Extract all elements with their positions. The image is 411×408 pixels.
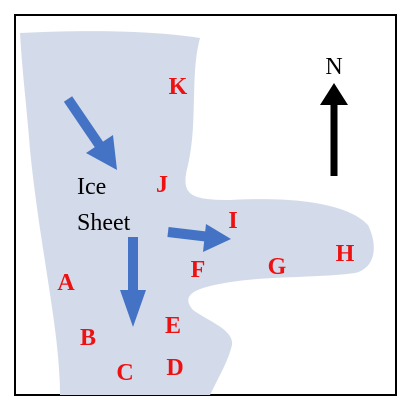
flow-arrow-northwest	[63, 96, 117, 170]
site-label-j: J	[156, 172, 168, 198]
site-label-e: E	[165, 313, 181, 339]
site-label-k: K	[169, 74, 188, 100]
flow-arrow-east	[167, 224, 231, 252]
north-label: N	[325, 54, 342, 80]
ice-sheet-label-line2: Sheet	[77, 210, 131, 236]
site-label-b: B	[80, 325, 96, 351]
site-label-a: A	[57, 270, 75, 296]
site-label-g: G	[268, 254, 287, 280]
ice-sheet-label-line1: Ice	[77, 174, 106, 200]
site-label-d: D	[166, 355, 183, 381]
north-arrow-icon	[320, 83, 348, 176]
site-label-f: F	[191, 257, 206, 283]
ice-sheet-area	[20, 31, 374, 395]
flow-arrow-south	[120, 237, 146, 327]
site-label-c: C	[116, 360, 133, 386]
site-label-i: I	[228, 208, 237, 234]
site-label-h: H	[336, 241, 355, 267]
